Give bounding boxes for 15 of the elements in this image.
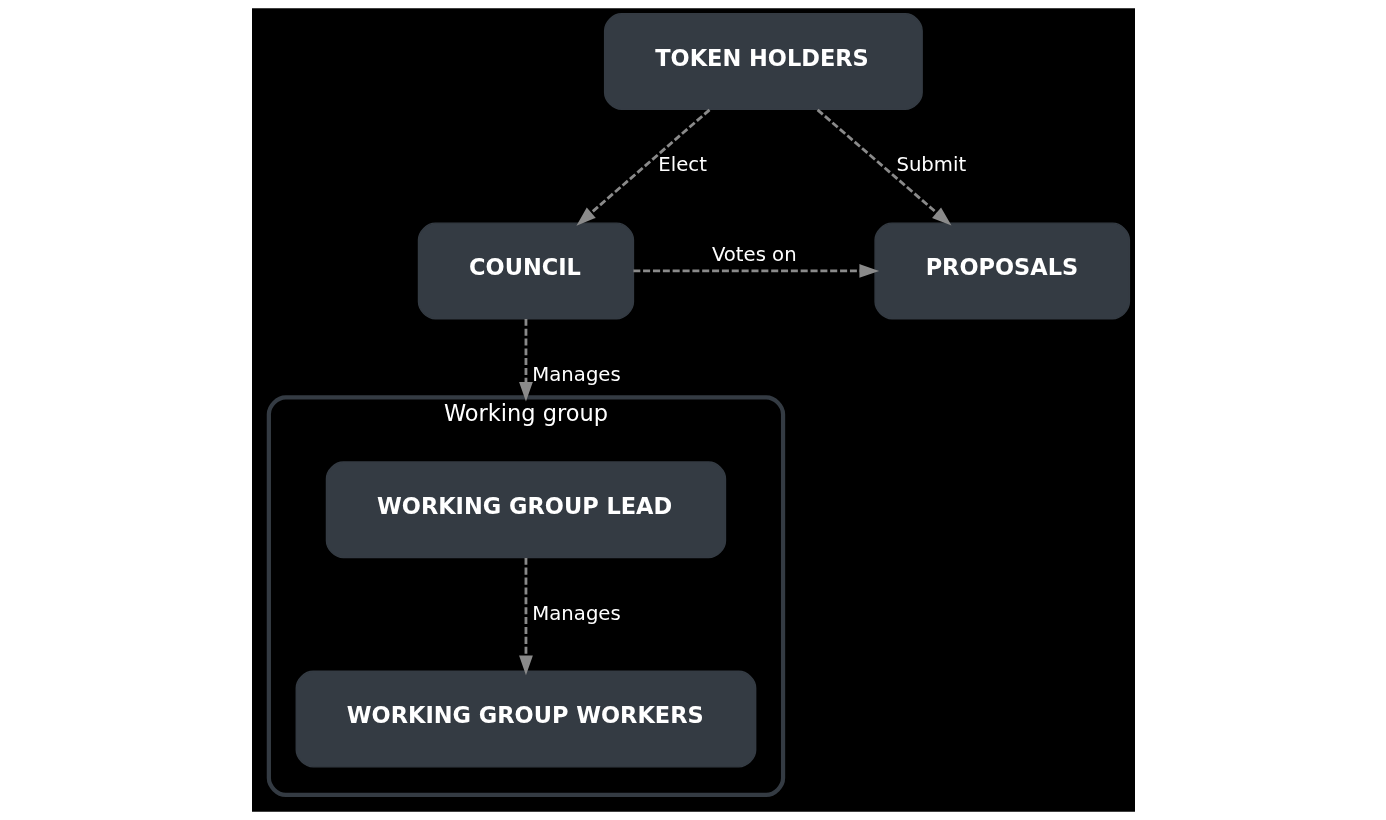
edge-label: Manages <box>531 601 621 625</box>
edge-label: Elect <box>657 153 707 177</box>
arrow <box>816 108 951 226</box>
arrow <box>518 558 533 676</box>
edge-label: Votes on <box>711 243 797 267</box>
edge-label: Submit <box>895 153 966 177</box>
node-box: TOKEN HOLDERS <box>603 13 923 111</box>
arrow <box>518 318 533 402</box>
node-box: COUNCIL <box>417 222 634 320</box>
node-box: WORKING GROUP WORKERS <box>295 670 756 768</box>
arrow <box>632 264 879 278</box>
edge-label: Manages <box>531 362 621 386</box>
arrow <box>575 108 710 226</box>
node-box: WORKING GROUP LEAD <box>325 461 726 559</box>
node-box: PROPOSALS <box>873 222 1130 320</box>
